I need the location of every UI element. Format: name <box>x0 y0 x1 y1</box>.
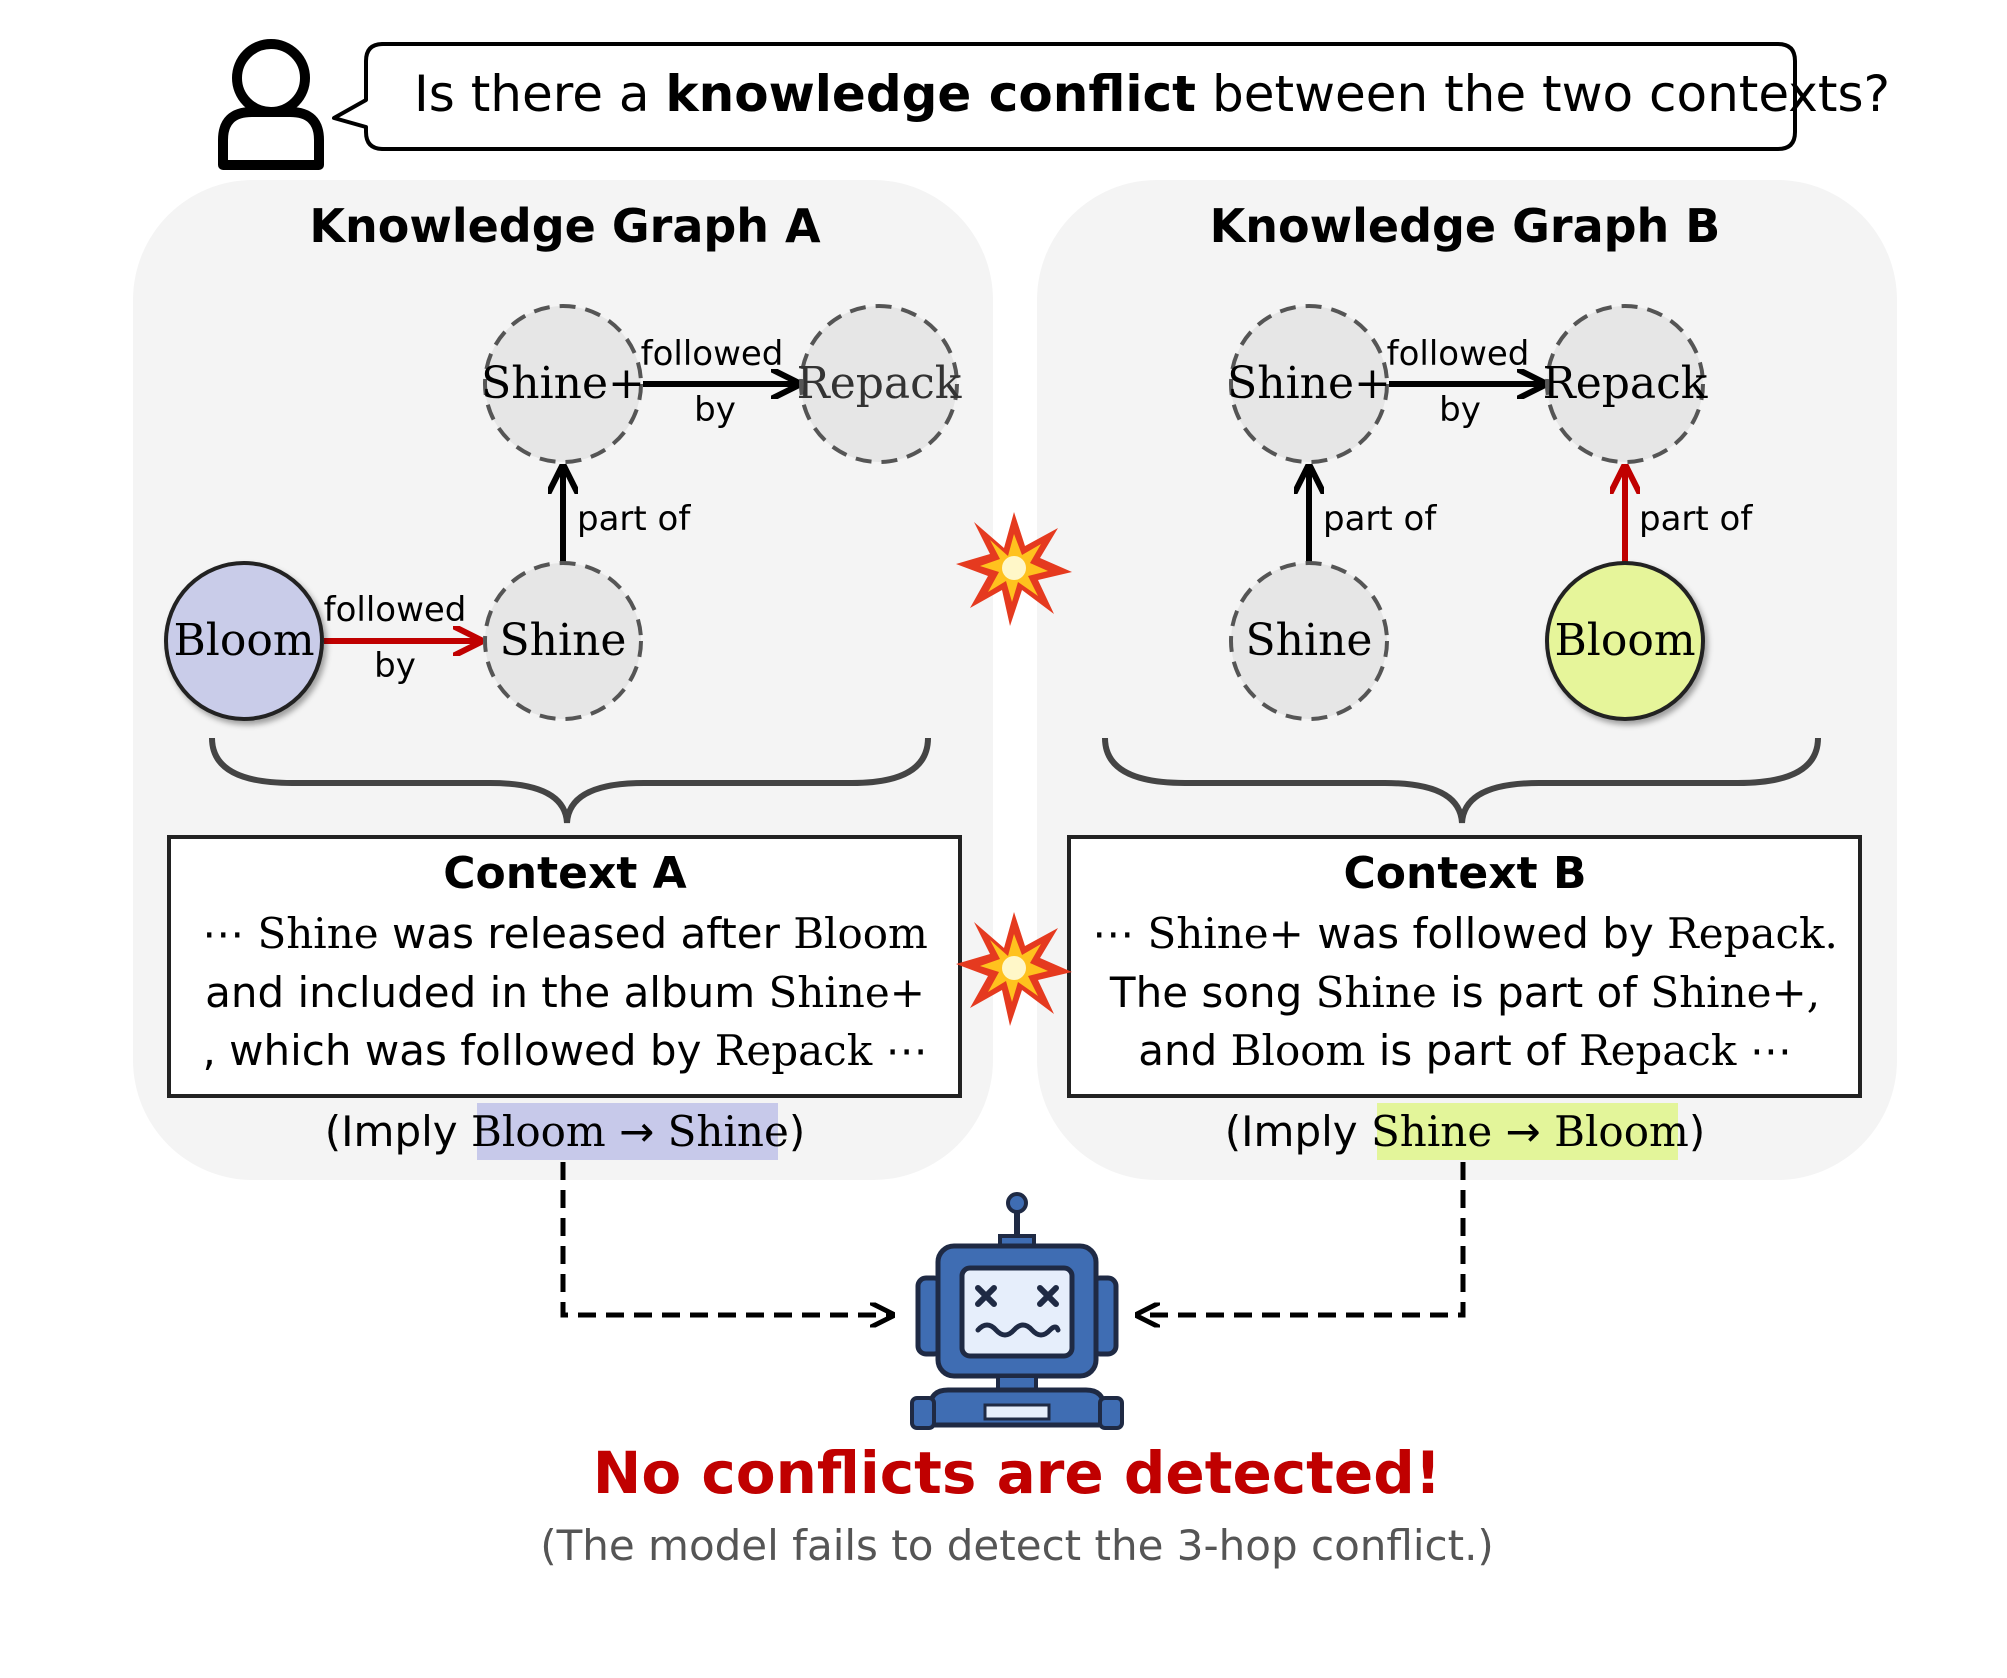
node-a-repack-label: Repack <box>797 358 962 409</box>
result-headline: No conflicts are detected! <box>593 1439 1441 1507</box>
node-a-shine-plus-label: Shine+ <box>481 358 645 409</box>
edge-a-followed-by-top-label-1: followed <box>641 334 784 374</box>
node-b-bloom-label: Bloom <box>1554 615 1695 666</box>
edge-a-followed-by-bottom-label-2: by <box>374 646 416 686</box>
question-bubble: Is there a knowledge conflict between th… <box>332 42 1890 151</box>
node-a-shine-label: Shine <box>500 615 627 666</box>
implication-b-highlight <box>1377 1103 1678 1160</box>
edge-a-followed-by-top-label-2: by <box>694 390 736 430</box>
context-a-line-1: ⋯ Shine was released after Bloom <box>202 909 928 958</box>
edge-b-followed-by-label-1: followed <box>1387 334 1530 374</box>
node-a-bloom: Bloom <box>164 561 324 721</box>
knowledge-graph-b-panel: Knowledge Graph B followed by part of pa… <box>1037 180 1897 1180</box>
explosion-icon <box>956 512 1072 626</box>
node-a-repack: Repack <box>797 304 962 464</box>
knowledge-graph-a-panel: Knowledge Graph A followed by part of fo… <box>133 180 993 1180</box>
context-a-box: Context A ⋯ Shine was released after Blo… <box>167 835 962 1098</box>
edge-a-followed-by-bottom-label-1: followed <box>324 590 467 630</box>
context-a-line-3: , which was followed by Repack ⋯ <box>202 1026 927 1075</box>
node-b-shine-plus: Shine+ <box>1227 304 1391 464</box>
graph-a-title: Knowledge Graph A <box>309 199 821 253</box>
node-b-shine-label: Shine <box>1246 615 1373 666</box>
node-b-shine-plus-label: Shine+ <box>1227 358 1391 409</box>
context-b-line-1: ⋯ Shine+ was followed by Repack. <box>1092 909 1838 958</box>
user-icon <box>218 39 324 170</box>
node-a-bloom-label: Bloom <box>173 615 314 666</box>
brace-a <box>209 737 931 824</box>
graph-b-title: Knowledge Graph B <box>1210 199 1721 253</box>
context-b-box: Context B ⋯ Shine+ was followed by Repac… <box>1067 835 1862 1098</box>
edge-b-part-of-right-label: part of <box>1639 499 1753 539</box>
connector-b-to-model <box>1140 1162 1466 1315</box>
edge-a-part-of-label: part of <box>577 499 691 539</box>
brace-b <box>1102 737 1821 824</box>
edge-b-followed-by-label-2: by <box>1439 390 1481 430</box>
node-b-shine: Shine <box>1229 561 1389 721</box>
implication-a: (Imply Bloom → Shine) <box>325 1107 805 1156</box>
node-a-shine-plus: Shine+ <box>481 304 645 464</box>
implication-b: (Imply Shine → Bloom) <box>1225 1107 1705 1156</box>
implication-a-highlight <box>477 1103 778 1160</box>
context-b-title: Context B <box>1344 848 1587 899</box>
context-b-line-3: and Bloom is part of Repack ⋯ <box>1138 1026 1791 1075</box>
edge-b-part-of-left-label: part of <box>1323 499 1437 539</box>
node-b-repack-label: Repack <box>1543 358 1708 409</box>
broken-robot-icon <box>910 1192 1124 1430</box>
context-a-title: Context A <box>443 848 687 899</box>
node-b-bloom: Bloom <box>1545 561 1705 721</box>
context-a-line-2: and included in the album Shine+ <box>205 968 925 1017</box>
node-a-shine: Shine <box>483 561 643 721</box>
result-note: (The model fails to detect the 3-hop con… <box>540 1521 1494 1570</box>
question-text: Is there a knowledge conflict between th… <box>414 65 1890 123</box>
node-b-repack: Repack <box>1543 304 1708 464</box>
context-b-line-2: The song Shine is part of Shine+, <box>1109 968 1820 1017</box>
connector-a-to-model <box>560 1162 890 1315</box>
explosion-icon <box>956 912 1072 1026</box>
